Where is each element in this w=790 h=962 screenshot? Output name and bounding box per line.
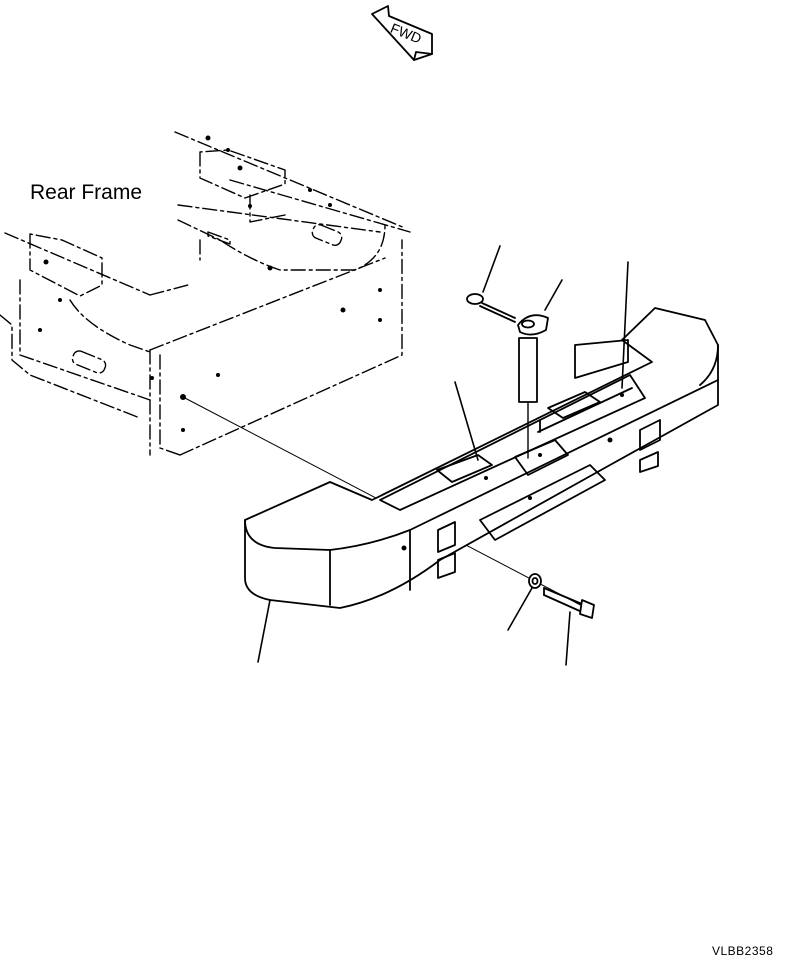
rear-frame-label: Rear Frame: [30, 181, 143, 204]
rear-frame: [0, 131, 411, 456]
fwd-arrow-icon: FWD: [371, 5, 433, 61]
counterweight: [244, 307, 719, 609]
counterweight-holes: [401, 393, 624, 551]
lifting-pin: [517, 314, 549, 459]
frame-holes: [38, 135, 382, 432]
ring-pin: [466, 293, 516, 323]
washer: [528, 573, 542, 589]
leader-lines: [257, 245, 629, 666]
drawing-code: VLBB2358: [712, 944, 774, 958]
bolt: [543, 587, 595, 619]
